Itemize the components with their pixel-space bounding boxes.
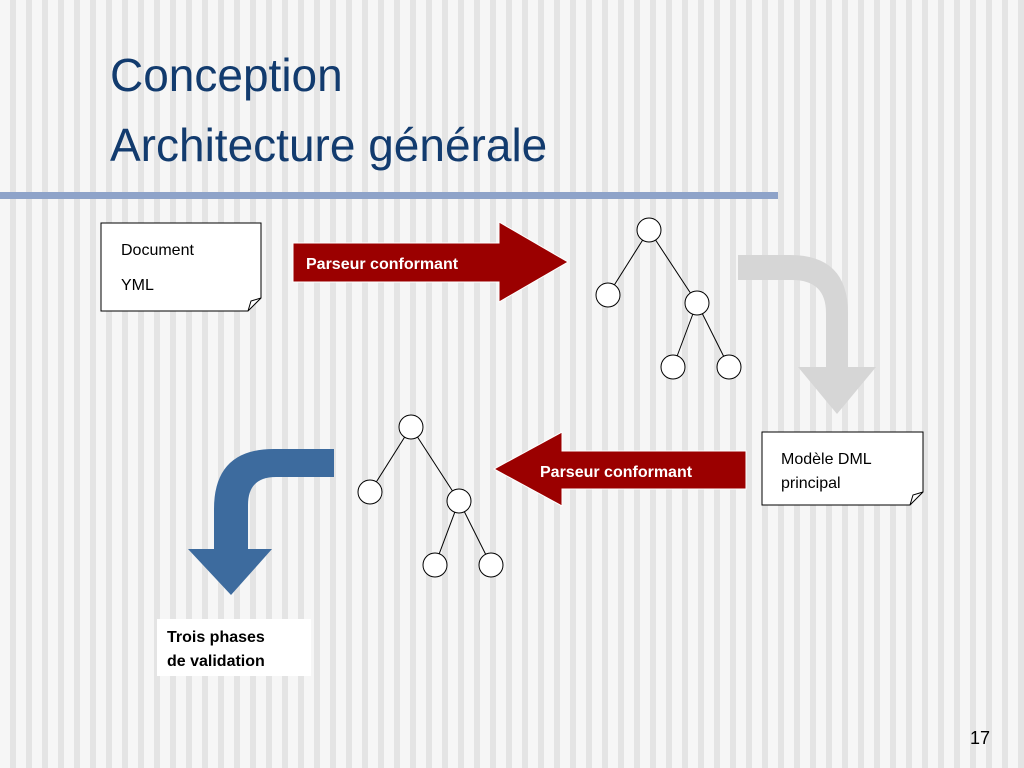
modele-dml-node: Modèle DML principal	[761, 431, 924, 506]
tree-top-right-node	[684, 290, 710, 316]
tree-top-left-node	[595, 282, 621, 308]
tree-bottom-right-node	[446, 488, 472, 514]
document-yml-line2: YML	[121, 277, 154, 294]
parser-arrow-bottom-label: Parseur conformant	[540, 464, 693, 481]
tree-bottom-leaf-node	[478, 552, 504, 578]
tree-top-root-node	[636, 217, 662, 243]
curved-arrow-blue	[188, 449, 334, 595]
tree-top-leaf-node	[716, 354, 742, 380]
tree-bottom-root-node	[398, 414, 424, 440]
slide-title-line-2: Architecture générale	[110, 119, 548, 171]
validation-box-line2: de validation	[167, 653, 265, 670]
validation-box: Trois phases de validation	[157, 619, 311, 676]
validation-box-line1: Trois phases	[167, 629, 265, 646]
parser-arrow-top: Parseur conformant	[292, 221, 569, 303]
modele-dml-line2: principal	[781, 475, 841, 492]
parser-arrow-bottom: Parseur conformant	[492, 431, 747, 507]
document-yml-line1: Document	[121, 242, 194, 259]
tree-bottom	[357, 414, 504, 578]
modele-dml-line1: Modèle DML	[781, 451, 872, 468]
curved-arrow-gray	[738, 255, 876, 414]
page-number: 17	[969, 728, 990, 748]
document-yml-node: Document YML	[100, 222, 262, 312]
title-underline	[0, 192, 778, 199]
tree-bottom-leaf-node	[422, 552, 448, 578]
tree-top	[595, 217, 742, 380]
slide-title-line-1: Conception	[110, 49, 343, 101]
tree-bottom-left-node	[357, 479, 383, 505]
tree-top-leaf-node	[660, 354, 686, 380]
parser-arrow-top-label: Parseur conformant	[306, 256, 459, 273]
